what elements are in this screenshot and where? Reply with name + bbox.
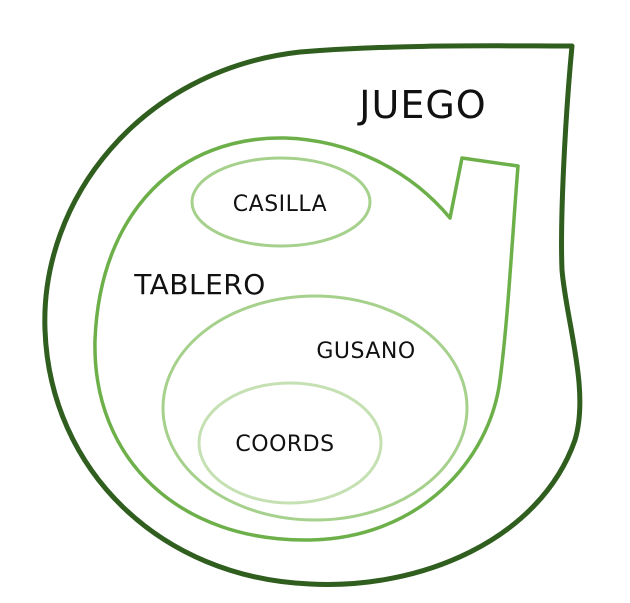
coords-boundary bbox=[197, 381, 383, 505]
coords-label: COORDS bbox=[235, 432, 334, 457]
juego-boundary bbox=[42, 43, 583, 587]
gusano-boundary bbox=[161, 294, 469, 522]
tablero-label: TABLERO bbox=[133, 268, 266, 301]
casilla-boundary bbox=[190, 156, 372, 248]
juego-label: JUEGO bbox=[357, 83, 486, 127]
gusano-label: GUSANO bbox=[316, 339, 415, 364]
tablero-boundary bbox=[93, 136, 520, 542]
casilla-label: CASILLA bbox=[233, 192, 327, 217]
